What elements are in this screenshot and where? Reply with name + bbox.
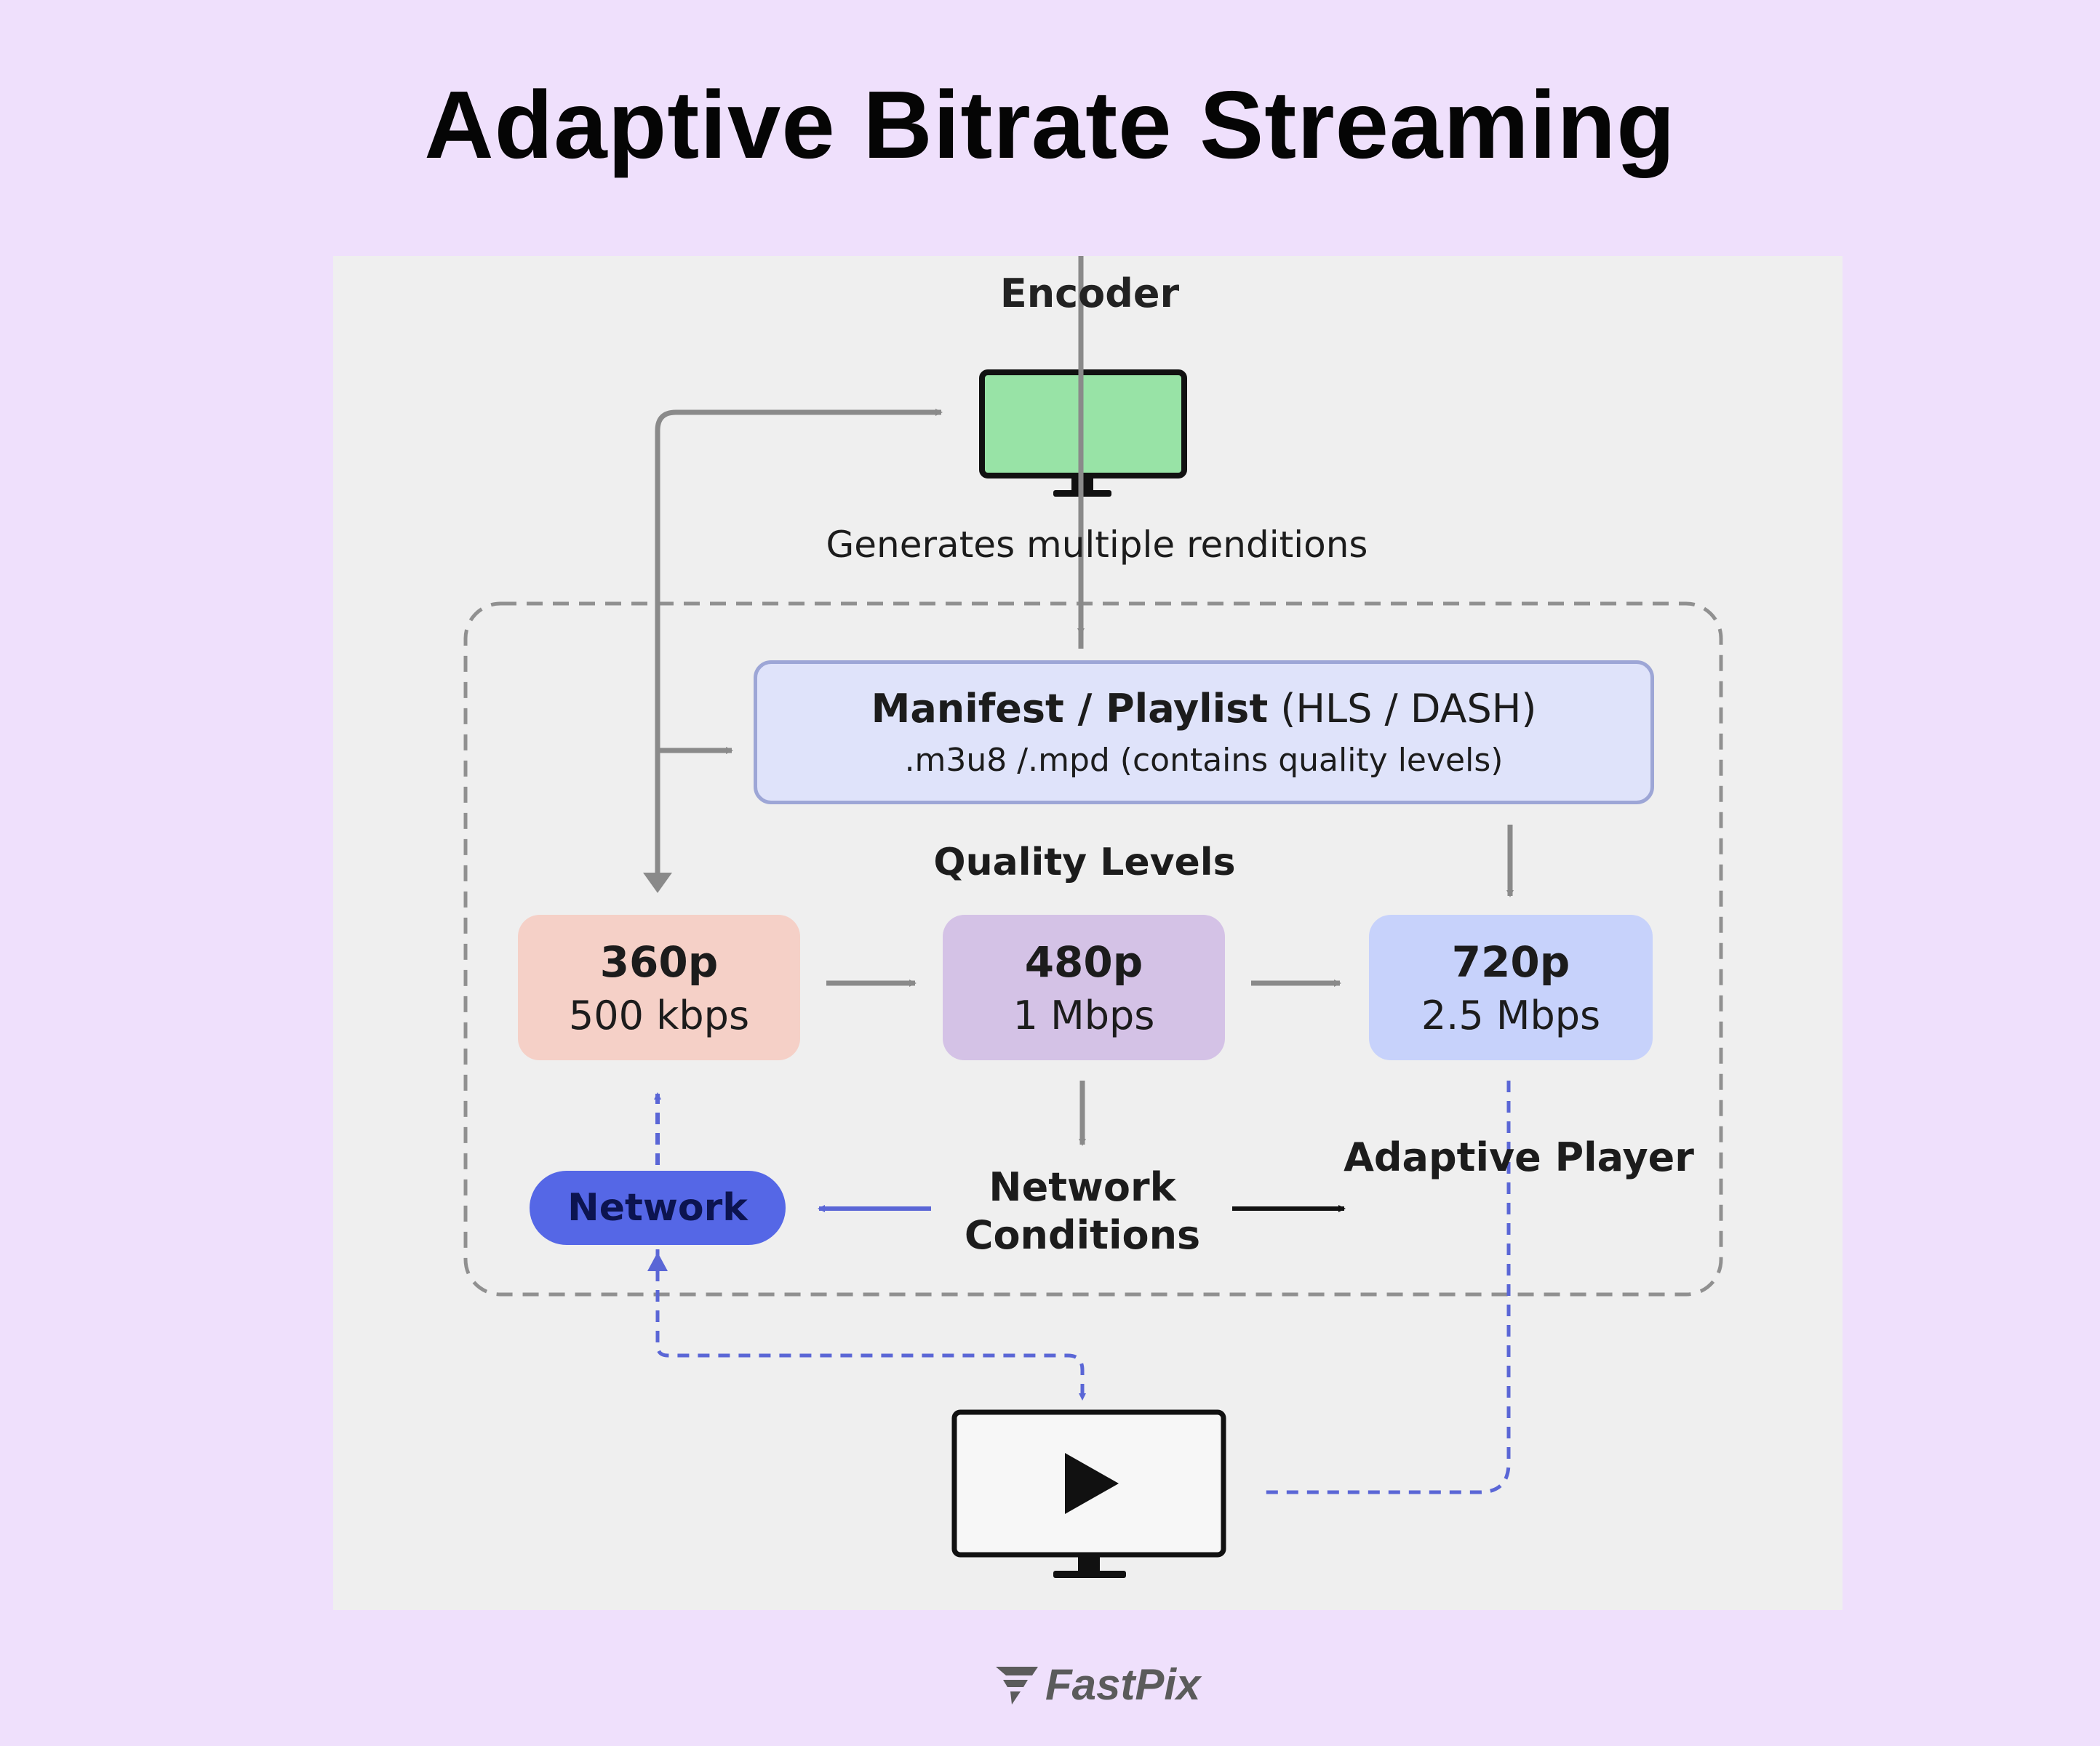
level-bitrate: 2.5 Mbps (1421, 992, 1601, 1038)
level-resolution: 360p (599, 937, 719, 987)
level-resolution: 480p (1024, 937, 1143, 987)
level-720p: 720p 2.5 Mbps (1369, 915, 1653, 1060)
level-bitrate: 500 kbps (568, 992, 750, 1038)
720-to-player-dashed (1266, 1081, 1511, 1494)
network-to-player-dashed (655, 1249, 1086, 1401)
network-up-arrowhead (647, 1252, 668, 1271)
dashed-container (463, 601, 1723, 1297)
fastpix-logo-icon (996, 1667, 1038, 1705)
level-360p: 360p 500 kbps (518, 915, 800, 1060)
quality-levels-label: Quality Levels (933, 841, 1236, 884)
diagram-connectors (463, 256, 1723, 1578)
encoder-label: Encoder (999, 271, 1180, 316)
network-pill: Network (530, 1171, 786, 1245)
network-conditions-line1: Network (989, 1164, 1176, 1210)
feedback-loop-arrow (655, 409, 943, 889)
loop-down-arrowhead (643, 873, 672, 893)
manifest-subtitle: .m3u8 /.mpd (contains quality levels) (904, 742, 1504, 779)
level-bitrate: 1 Mbps (1013, 992, 1155, 1038)
page-title: Adaptive Bitrate Streaming (424, 71, 1676, 178)
level-480p: 480p 1 Mbps (943, 915, 1225, 1060)
generates-label: Generates multiple renditions (826, 524, 1368, 566)
fastpix-logo: FastPix (993, 1655, 1200, 1713)
network-conditions-line2: Conditions (964, 1212, 1201, 1258)
manifest-box: Manifest / Playlist (HLS / DASH) .m3u8 /… (754, 660, 1654, 804)
network-conditions-label: Network Conditions (937, 1164, 1228, 1260)
play-icon[interactable] (1065, 1453, 1119, 1514)
brand-name: FastPix (1045, 1659, 1201, 1709)
adaptive-player-label: Adaptive Player (1344, 1134, 1694, 1180)
level-resolution: 720p (1451, 937, 1570, 987)
manifest-title: Manifest / Playlist (HLS / DASH) (871, 686, 1537, 732)
diagram-panel: Encoder Generates multiple renditions Ma… (333, 256, 1843, 1610)
network-label: Network (567, 1186, 748, 1230)
